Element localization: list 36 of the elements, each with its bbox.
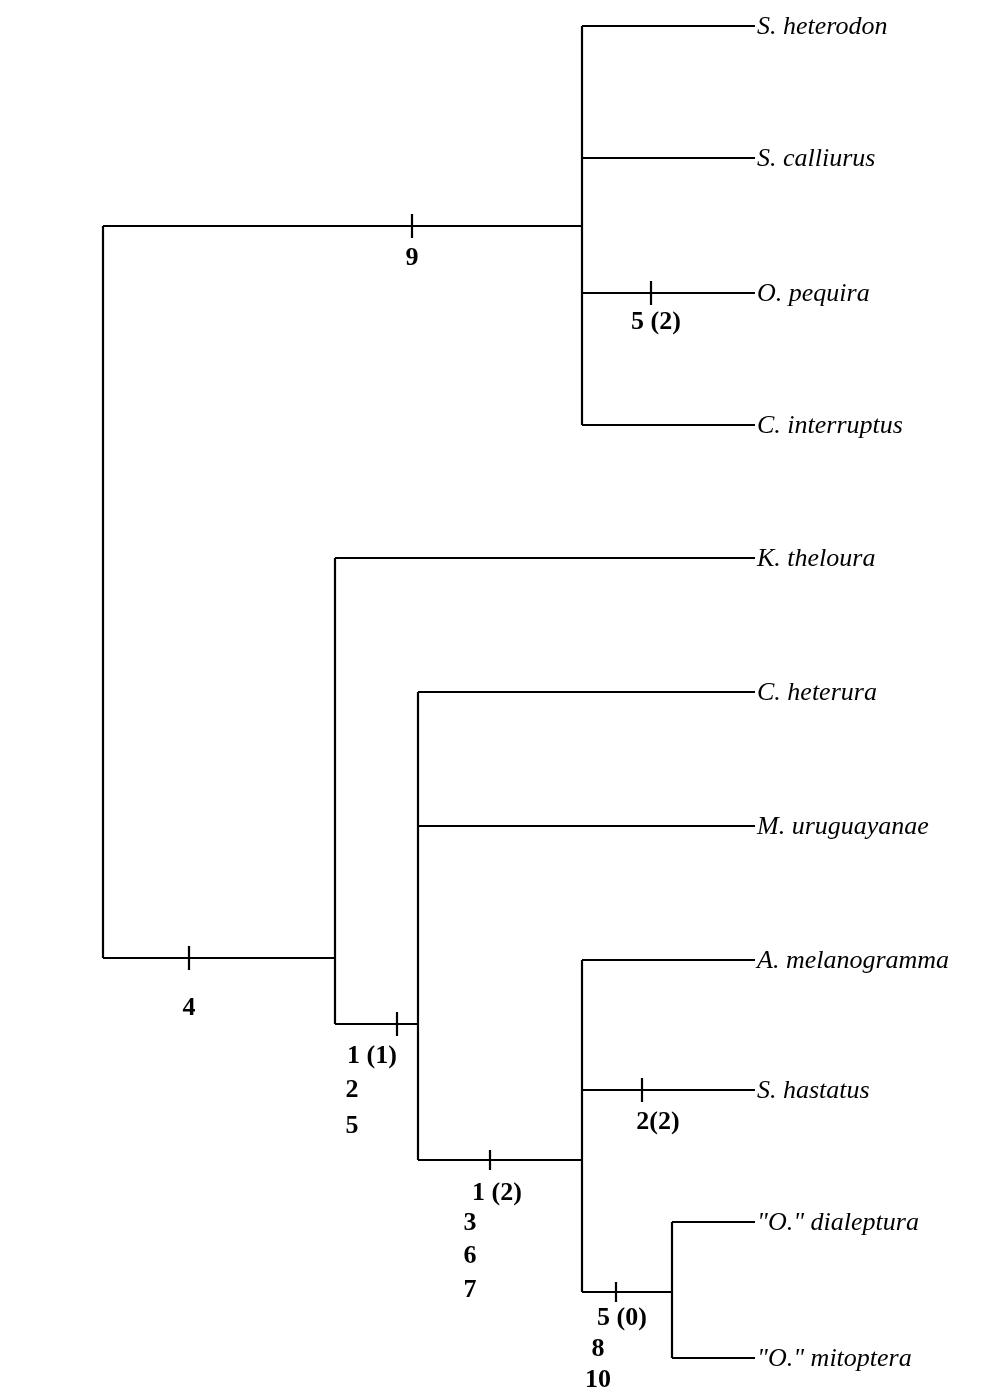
branch-line xyxy=(418,690,755,694)
character-number: 7 xyxy=(463,1274,477,1304)
character-number: 8 xyxy=(591,1333,605,1363)
taxon-name: A. melanogramma xyxy=(757,945,950,975)
character-number: 10 xyxy=(585,1364,611,1392)
edge-label: 2(2) xyxy=(636,1106,680,1136)
taxon-name: S. hastatus xyxy=(757,1075,870,1105)
branch-line xyxy=(582,423,755,427)
branch-line xyxy=(418,824,755,828)
branch-line xyxy=(582,156,755,160)
taxon-name: M. uruguayanae xyxy=(757,811,929,841)
branch-line xyxy=(580,1076,757,1104)
character-number: 1 (2) xyxy=(472,1177,522,1207)
character-number: 1 (1) xyxy=(347,1040,397,1070)
taxon-name: S. calliurus xyxy=(757,143,876,173)
branch-line xyxy=(580,279,757,307)
branch-line xyxy=(582,24,755,28)
character-number: 3 xyxy=(463,1207,477,1237)
branch-line xyxy=(672,1356,755,1360)
taxon-name: K. theloura xyxy=(757,543,876,573)
branch-line xyxy=(335,556,755,560)
taxon-name: "O." mitoptera xyxy=(757,1343,912,1373)
branch-line xyxy=(672,1220,755,1224)
character-number: 6 xyxy=(463,1240,477,1270)
taxon-name: C. heterura xyxy=(757,677,877,707)
edge-label: 5 (2) xyxy=(631,306,681,336)
taxon-name: S. heterodon xyxy=(757,11,888,41)
taxon-name: C. interruptus xyxy=(757,410,903,440)
character-number: 5 xyxy=(345,1110,359,1140)
taxon-name: O. pequira xyxy=(757,278,870,308)
character-number: 2 xyxy=(345,1074,359,1104)
character-number: 4 xyxy=(182,992,196,1022)
branch-line xyxy=(582,958,755,962)
character-number: 9 xyxy=(405,242,419,272)
taxon-name: "O." dialeptura xyxy=(757,1207,919,1237)
character-number: 5 (0) xyxy=(597,1302,647,1332)
